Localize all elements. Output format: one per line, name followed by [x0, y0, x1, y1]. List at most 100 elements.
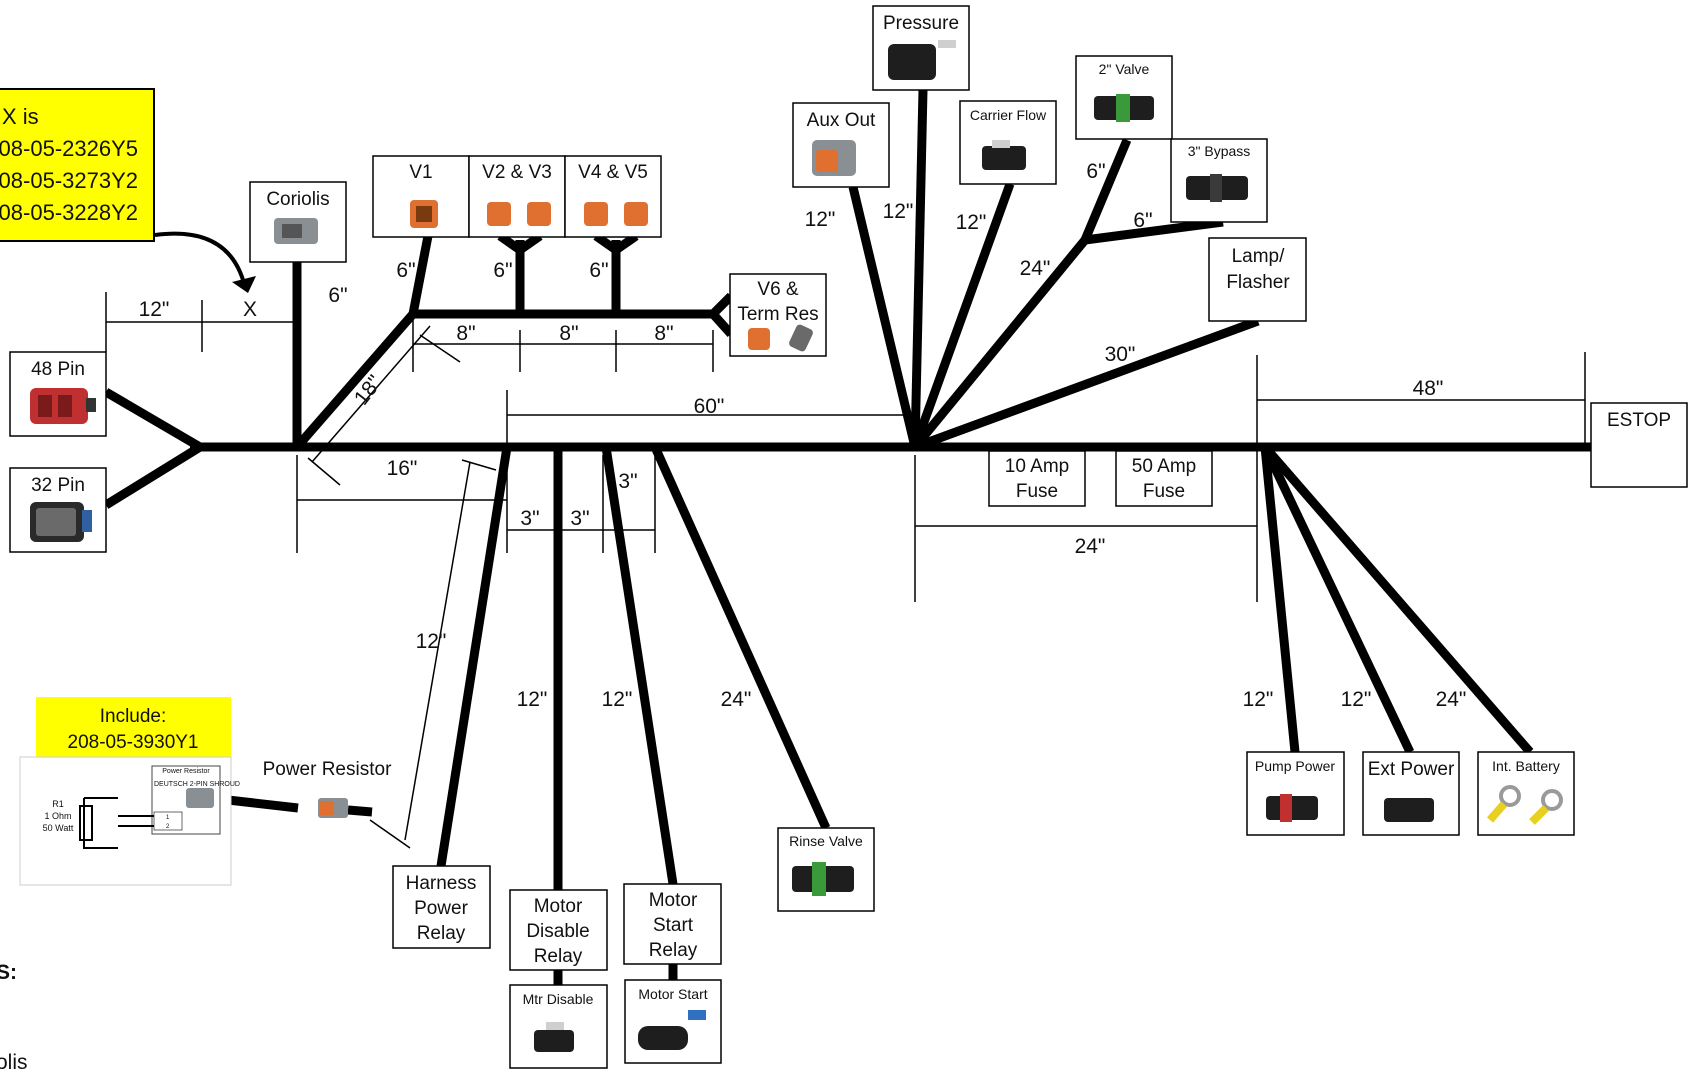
- dim-label: 6": [1086, 160, 1105, 183]
- resistor-schematic: Power Resistor DEUTSCH 2-PIN SHROUD 1 2 …: [19, 756, 240, 886]
- connector-detail: [38, 395, 52, 417]
- dim-label: 30": [1105, 343, 1136, 366]
- connector-label: Ext Power: [1368, 759, 1455, 780]
- dim-line: [369, 819, 411, 849]
- connector-detail: [58, 395, 72, 417]
- include-note-bg: [36, 697, 231, 757]
- connector-pins: [416, 206, 432, 222]
- wire-motor-start: [601, 446, 678, 885]
- connector-label: V2 & V3: [482, 162, 552, 183]
- resistor-spec: 50 Watt: [43, 823, 74, 833]
- box: [1115, 450, 1213, 507]
- box: [1590, 402, 1688, 488]
- note-line: 208-05-2326Y5: [0, 136, 138, 161]
- connector-coriolis: Coriolis: [249, 181, 347, 263]
- carrier-flow-connector-icon: [982, 146, 1026, 170]
- relay-label: Disable: [526, 921, 589, 942]
- connector-latch: [86, 398, 96, 412]
- dim-label: 24": [1020, 257, 1051, 280]
- dim-label: 6": [589, 259, 608, 282]
- connector-label: 2" Valve: [1099, 61, 1150, 77]
- ring-terminal-barrel: [1486, 801, 1508, 823]
- connector-label: 48 Pin: [31, 359, 85, 380]
- connector-pins: [938, 40, 956, 48]
- connector-pressure: Pressure: [872, 5, 970, 91]
- box: [392, 865, 491, 949]
- connector-label: Aux Out: [807, 110, 876, 131]
- connector-v4-v5: V4 & V5: [564, 155, 662, 238]
- mtr-disable-connector-icon: [534, 1030, 574, 1052]
- connector-label: Rinse Valve: [789, 833, 863, 849]
- harness-wires: [103, 89, 1600, 985]
- connector-label: Coriolis: [266, 189, 329, 210]
- dimension-labels: 12" X 6" 6" 6" 6" 8" 8" 8" 18" 16" 60" 3…: [139, 160, 1467, 711]
- box: [1208, 237, 1307, 322]
- connector-latch: [82, 510, 92, 532]
- dim-label: 6": [1133, 209, 1152, 232]
- wire-v45-fork-b: [613, 232, 639, 254]
- valve-connector-icon: [584, 202, 608, 226]
- fuse-10-amp: 10 Amp Fuse: [988, 450, 1086, 507]
- wire-resistor-lead-2: [347, 805, 373, 817]
- dim-label: 3": [618, 470, 637, 493]
- dim-label: 12": [139, 298, 170, 321]
- connector-estop: ESTOP: [1590, 402, 1688, 488]
- connector-pins: [992, 140, 1010, 148]
- relay-label: Motor: [534, 896, 583, 917]
- wire-pump-power: [1260, 446, 1300, 753]
- resistor-symbol: [79, 797, 118, 849]
- dim-label: 24": [1436, 688, 1467, 711]
- fuse-50-amp: 50 Amp Fuse: [1115, 450, 1213, 507]
- connector-label: 3" Bypass: [1188, 143, 1251, 159]
- wire-resistor-lead: [227, 795, 299, 813]
- fuse-label: Fuse: [1016, 481, 1058, 502]
- pin-label: 1: [166, 815, 170, 821]
- wire-v45-fork-a: [593, 232, 619, 254]
- pin-label: 2: [166, 824, 170, 830]
- box: [988, 450, 1086, 507]
- cropped-text-fragment: olis: [0, 1051, 28, 1073]
- relay-label: Relay: [534, 946, 583, 967]
- dim-label: 12": [956, 211, 987, 234]
- dim-label: 6": [328, 284, 347, 307]
- connector-seal: [812, 862, 826, 896]
- resistor-sheet-title: Power Resistor: [162, 768, 210, 775]
- connector-label: V6 &: [757, 279, 799, 300]
- connector-aux-out: Aux Out: [792, 102, 890, 188]
- callout-arrow: [154, 231, 247, 288]
- connector-seal: [1280, 794, 1292, 822]
- box: [1246, 751, 1345, 836]
- dim-label: 8": [559, 322, 578, 345]
- connector-pins: [546, 1022, 564, 1030]
- wire-aux-out: [848, 185, 920, 449]
- connector-label: Term Res: [737, 304, 818, 325]
- connector-label: Pressure: [883, 13, 959, 34]
- ring-terminal-icon: [1499, 785, 1521, 807]
- wire-ext-power: [1260, 445, 1415, 754]
- dim-label: 48": [1413, 377, 1444, 400]
- dim-label: 6": [493, 259, 512, 282]
- dimension-lines: [105, 292, 1586, 849]
- dim-label: 12": [416, 630, 447, 653]
- connector-seal: [1116, 94, 1130, 122]
- wire-lamp: [913, 316, 1260, 452]
- connector-int-battery: Int. Battery: [1477, 751, 1575, 836]
- include-note: Include: 208-05-3930Y1: [36, 697, 231, 757]
- connector-label: Lamp/: [1232, 246, 1286, 267]
- relay-label: Harness: [406, 873, 477, 894]
- connector-label: 32 Pin: [31, 475, 85, 496]
- connector-label: ESTOP: [1607, 410, 1671, 431]
- dim-label: 12": [517, 688, 548, 711]
- connector-pump-power: Pump Power: [1246, 751, 1345, 836]
- dim-label: 12": [805, 208, 836, 231]
- connector-label: V1: [409, 162, 432, 183]
- wire-3in-bypass: [1084, 217, 1224, 245]
- note-line: 208-05-3228Y2: [0, 200, 138, 225]
- box: [729, 273, 827, 357]
- connector-motor-start: Motor Start: [624, 979, 722, 1064]
- dim-line: [311, 325, 431, 463]
- motor-start-connector-icon: [638, 1026, 688, 1050]
- include-note-part: 208-05-3930Y1: [68, 732, 199, 753]
- dim-label: 60": [694, 395, 725, 418]
- wire-v23-fork-b: [517, 232, 543, 254]
